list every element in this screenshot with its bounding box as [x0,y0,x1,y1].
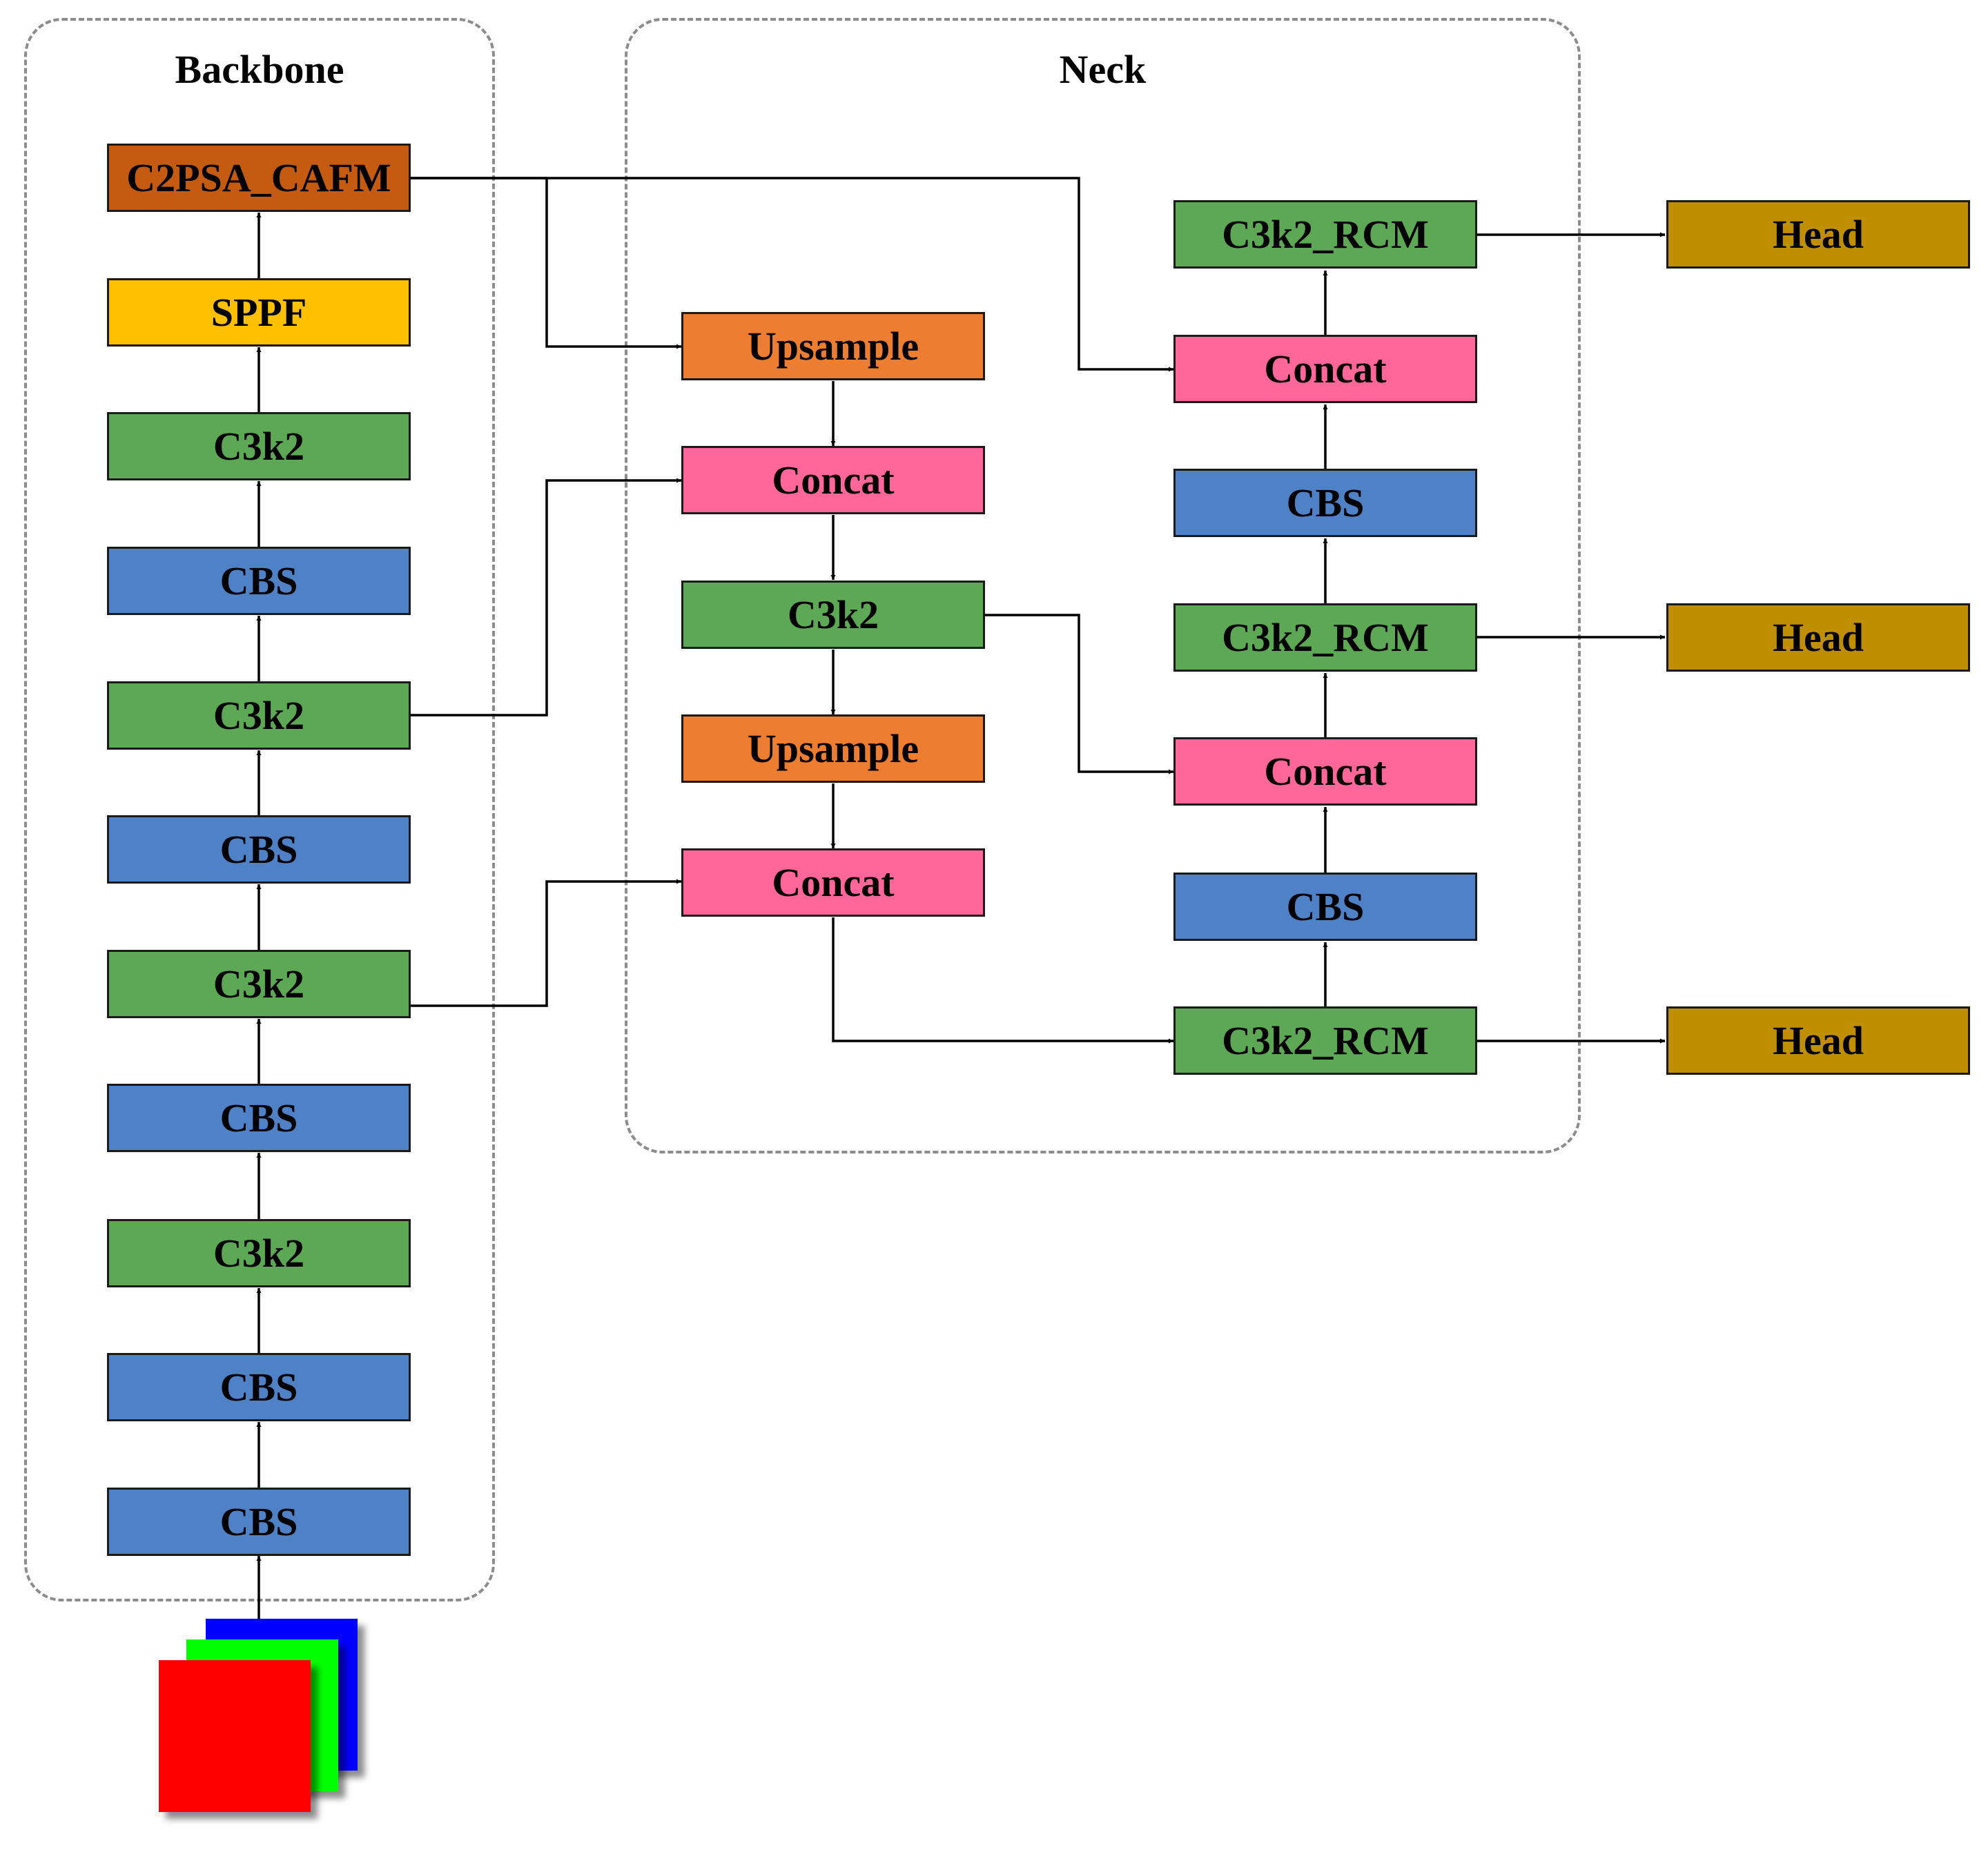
backbone-cbs-3: CBS [107,1084,411,1152]
neck-c3k2: C3k2 [681,581,985,649]
head-top: Head [1666,200,1970,269]
neck-concat-top: Concat [1173,335,1477,403]
backbone-cbs-4: CBS [107,815,411,884]
head-middle: Head [1666,603,1970,672]
red-channel-layer [159,1660,311,1812]
neck-cbs-top: CBS [1173,469,1477,537]
neck-title: Neck [1059,47,1147,92]
backbone-c2psa-cafm: C2PSA_CAFM [107,144,411,212]
backbone-sppf: SPPF [107,278,411,347]
neck-upsample-2: Upsample [681,714,985,783]
neck-concat-1: Concat [681,446,985,514]
neck-concat-mid: Concat [1173,737,1477,806]
neck-upsample-1: Upsample [681,312,985,380]
backbone-cbs-2: CBS [107,1353,411,1421]
backbone-c3k2-2: C3k2 [107,950,411,1018]
neck-c3k2-rcm-top: C3k2_RCM [1173,200,1477,269]
backbone-cbs-5: CBS [107,547,411,615]
backbone-cbs-1: CBS [107,1488,411,1556]
backbone-c3k2-3: C3k2 [107,681,411,750]
backbone-title: Backbone [175,47,344,92]
neck-group [625,18,1581,1153]
backbone-c3k2-1: C3k2 [107,1219,411,1287]
neck-concat-2: Concat [681,848,985,917]
neck-cbs-bottom: CBS [1173,873,1477,941]
neck-c3k2-rcm-mid: C3k2_RCM [1173,603,1477,672]
neck-c3k2-rcm-bottom: C3k2_RCM [1173,1006,1477,1075]
rgb-input-layers-icon [157,1619,364,1819]
backbone-c3k2-4: C3k2 [107,412,411,480]
head-bottom: Head [1666,1006,1970,1075]
